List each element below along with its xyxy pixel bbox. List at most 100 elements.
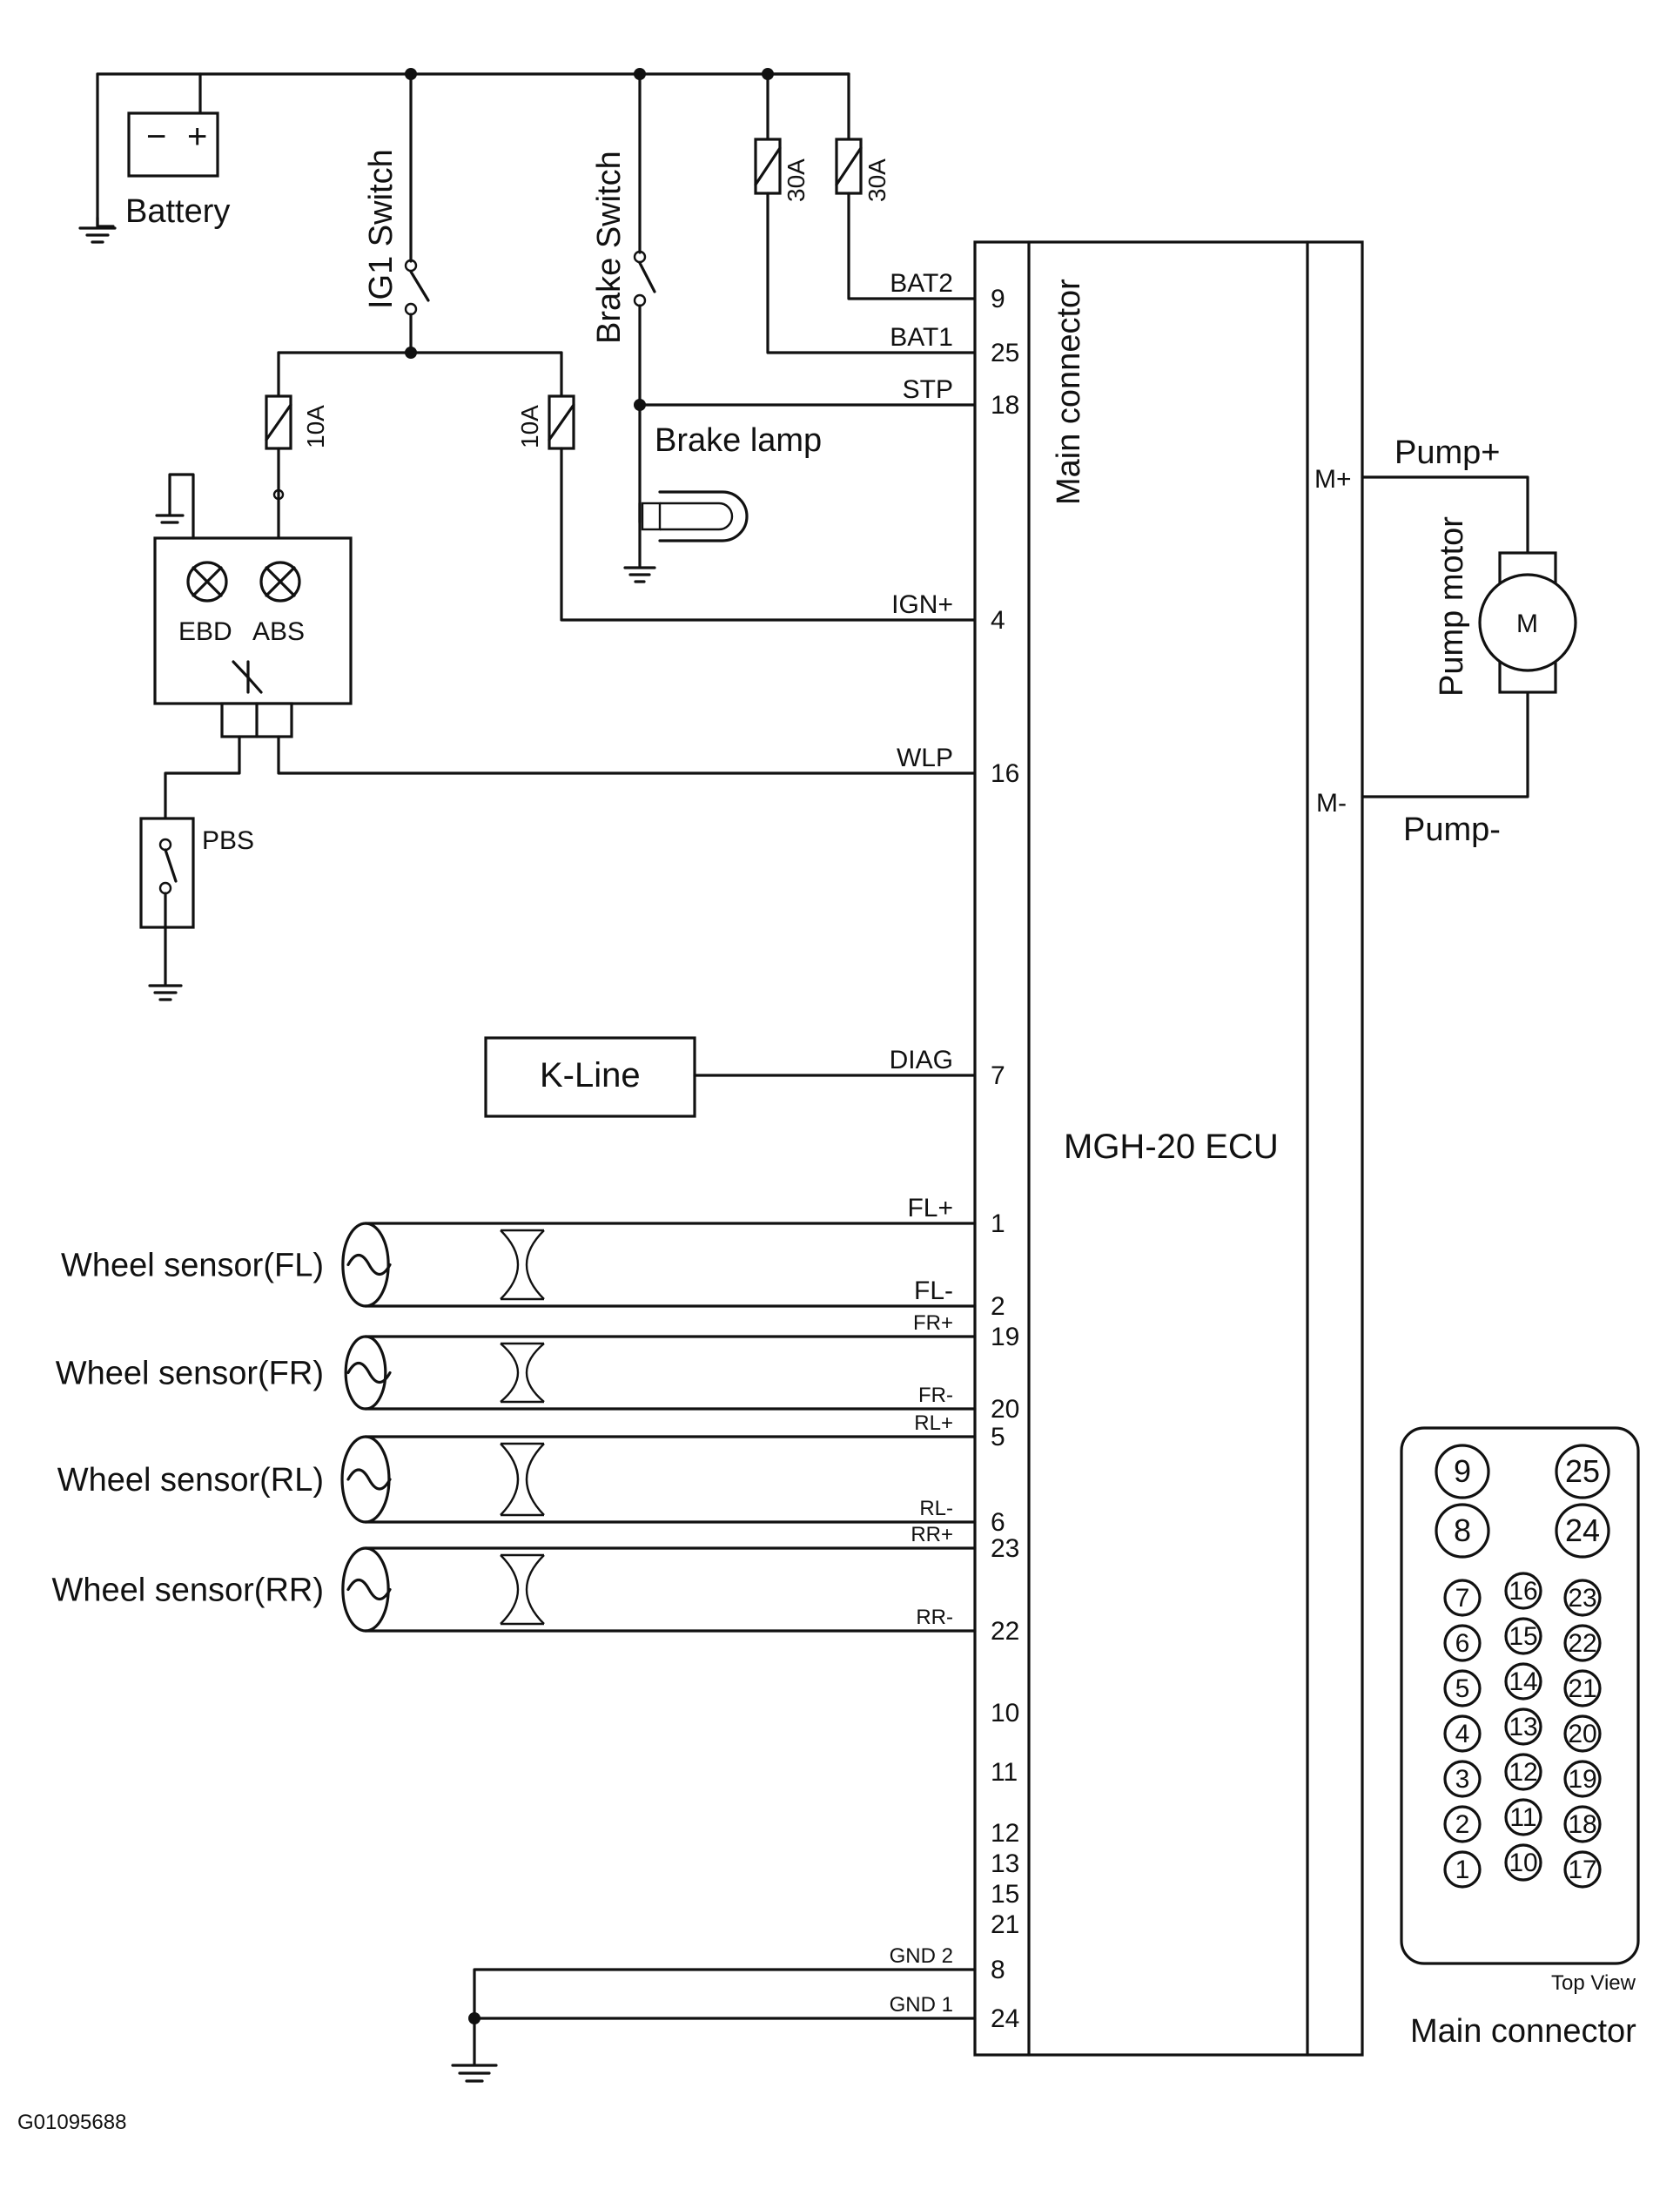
pin-number: 8 — [991, 1956, 1005, 1984]
wheel-sensor: Wheel sensor(RL) — [57, 1435, 977, 1524]
wheel-sensor-label: Wheel sensor(RL) — [57, 1462, 324, 1499]
connector-pin: 25 — [1565, 1453, 1600, 1489]
signal-label: FL- — [914, 1276, 953, 1305]
pin-number: 11 — [991, 1758, 1018, 1787]
connector-pin: 2 — [1455, 1810, 1470, 1839]
connector-pin: 8 — [1454, 1512, 1471, 1548]
brake-switch: Brake Switch — [591, 72, 977, 411]
pin-number: 21 — [991, 1910, 1019, 1939]
connector-pin: 13 — [1509, 1713, 1537, 1741]
connector-pin: 15 — [1509, 1622, 1537, 1651]
pin-number: 16 — [991, 759, 1019, 788]
ecu: Main connector MGH-20 ECU M+ M- — [973, 240, 1364, 2057]
connector-pin: 11 — [1509, 1803, 1536, 1832]
ecu-title: MGH-20 ECU — [1064, 1128, 1279, 1166]
main-connector-title: Main connector — [1410, 2013, 1636, 2050]
connector-pin: 23 — [1568, 1584, 1596, 1613]
fuse-label-30a-2: 30A — [864, 158, 890, 202]
pin-number: 10 — [991, 1699, 1019, 1728]
wheel-sensor: Wheel sensor(RR) — [51, 1546, 977, 1633]
ecu-m-minus: M- — [1316, 789, 1347, 818]
connector-pin: 4 — [1455, 1720, 1470, 1748]
signal-label: RR+ — [911, 1523, 953, 1546]
pbs-switch: PBS — [139, 817, 254, 1001]
pin-number: 25 — [991, 339, 1019, 367]
warning-lamp-cluster: EBD ABS — [153, 473, 977, 820]
pin-number: 13 — [991, 1849, 1019, 1878]
connector-pin: 19 — [1568, 1765, 1596, 1794]
pin-number: 5 — [991, 1423, 1005, 1451]
pin-number: 19 — [991, 1323, 1019, 1351]
connector-pin: 9 — [1454, 1453, 1471, 1489]
ecu-main-connector-label: Main connector — [1051, 279, 1087, 505]
pbs-label: PBS — [202, 826, 254, 855]
pin-number: 9 — [991, 285, 1005, 313]
pin-number: 24 — [991, 2004, 1019, 2033]
connector-pin: 22 — [1568, 1629, 1596, 1658]
wheel-sensor-label: Wheel sensor(RR) — [51, 1573, 324, 1609]
signal-label: DIAG — [890, 1046, 953, 1074]
signal-label: RR- — [916, 1606, 953, 1629]
fuse-label-10a-1: 10A — [302, 405, 329, 448]
ecu-m-plus: M+ — [1314, 465, 1352, 494]
connector-pin: 3 — [1455, 1765, 1470, 1794]
k-line-label: K-Line — [540, 1056, 641, 1094]
pin-number: 20 — [991, 1395, 1019, 1424]
connector-pin: 10 — [1509, 1849, 1537, 1877]
wheel-sensor: Wheel sensor(FR) — [56, 1335, 977, 1411]
connector-pin: 24 — [1565, 1512, 1600, 1548]
pin-number: 12 — [991, 1819, 1019, 1848]
connector-pin: 7 — [1455, 1584, 1470, 1613]
brake-switch-label: Brake Switch — [591, 151, 628, 344]
signal-label: FR+ — [913, 1311, 953, 1335]
connector-pin: 20 — [1568, 1720, 1596, 1748]
signal-label: GND 1 — [890, 1993, 953, 2017]
ig1-switch: IG1 Switch — [277, 72, 563, 359]
signal-label: BAT1 — [890, 323, 953, 352]
battery: − + Battery — [78, 111, 230, 244]
pin-number: 6 — [991, 1508, 1005, 1537]
connector-pin: 16 — [1509, 1577, 1537, 1606]
pin-number: 18 — [991, 391, 1019, 420]
figure-id: G01095688 — [17, 2111, 126, 2134]
connector-pin: 6 — [1455, 1629, 1470, 1658]
fuse-10a-ign: 10A — [516, 351, 977, 622]
k-line-box: K-Line — [484, 1036, 977, 1118]
signal-label: STP — [903, 375, 953, 404]
battery-plus: + — [187, 118, 207, 156]
connector-pin: 18 — [1568, 1810, 1596, 1839]
brake-lamp: Brake lamp — [623, 403, 822, 583]
signal-label: IGN+ — [891, 590, 953, 619]
pump-motor-label: Pump motor — [1434, 516, 1470, 697]
fuse-10a-cluster: 10A — [265, 351, 329, 540]
signal-label: WLP — [897, 744, 953, 772]
connector-pin: 1 — [1455, 1856, 1470, 1884]
wheel-sensor: Wheel sensor(FL) — [61, 1222, 977, 1308]
battery-minus: − — [146, 118, 166, 156]
signal-label: FL+ — [907, 1194, 953, 1222]
pump-motor-m: M — [1516, 610, 1538, 638]
wheel-sensors: Wheel sensor(FL) Wheel sensor(FR) Wheel se… — [51, 1222, 977, 1633]
wheel-sensor-label: Wheel sensor(FR) — [56, 1356, 324, 1392]
pin-number: 4 — [991, 606, 1005, 635]
pump-minus-label: Pump- — [1403, 812, 1501, 848]
ground-connection — [451, 1968, 977, 2083]
abs-label: ABS — [252, 617, 305, 646]
brake-lamp-label: Brake lamp — [655, 422, 822, 459]
signal-label: FR- — [918, 1384, 953, 1407]
ig1-switch-label: IG1 Switch — [363, 149, 400, 309]
pin-number: 23 — [991, 1534, 1019, 1563]
signal-wires: BAT29BAT125STP18IGN+4WLP16DIAG7FL+1FL-2F… — [890, 269, 1020, 2033]
signal-label: BAT2 — [890, 269, 953, 298]
pump-motor: M Pump motor Pump+ Pump- — [1361, 434, 1577, 848]
fuse-label-10a-2: 10A — [516, 405, 543, 448]
battery-label: Battery — [125, 193, 230, 230]
connector-pin: 12 — [1509, 1758, 1537, 1787]
connector-pin: 21 — [1568, 1674, 1596, 1703]
pin-number: 22 — [991, 1617, 1019, 1646]
wheel-sensor-label: Wheel sensor(FL) — [61, 1248, 324, 1284]
signal-label: GND 2 — [890, 1944, 953, 1968]
signal-label: RL+ — [914, 1411, 953, 1435]
